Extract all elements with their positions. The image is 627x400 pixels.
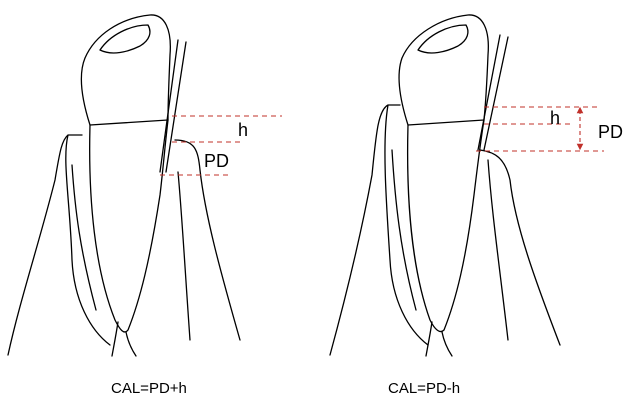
left-crown [81, 15, 170, 125]
right-bone-left [392, 150, 416, 310]
left-panel: h PD CAL=PD+h [8, 15, 282, 397]
left-h-label: h [238, 120, 248, 140]
right-panel: h PD CAL=PD-h [330, 15, 623, 397]
right-h-label: h [550, 108, 560, 128]
right-apex [426, 322, 452, 356]
right-pd-label: PD [598, 122, 623, 142]
right-formula: CAL=PD-h [388, 380, 460, 397]
right-gingiva-right [480, 150, 560, 345]
left-apex [112, 322, 136, 356]
left-root [90, 120, 168, 332]
right-root [408, 120, 484, 332]
left-gingiva [8, 135, 110, 355]
left-pd-label: PD [204, 151, 229, 171]
left-formula: CAL=PD+h [111, 380, 187, 397]
right-crown [399, 15, 488, 125]
right-gingiva [330, 105, 428, 355]
